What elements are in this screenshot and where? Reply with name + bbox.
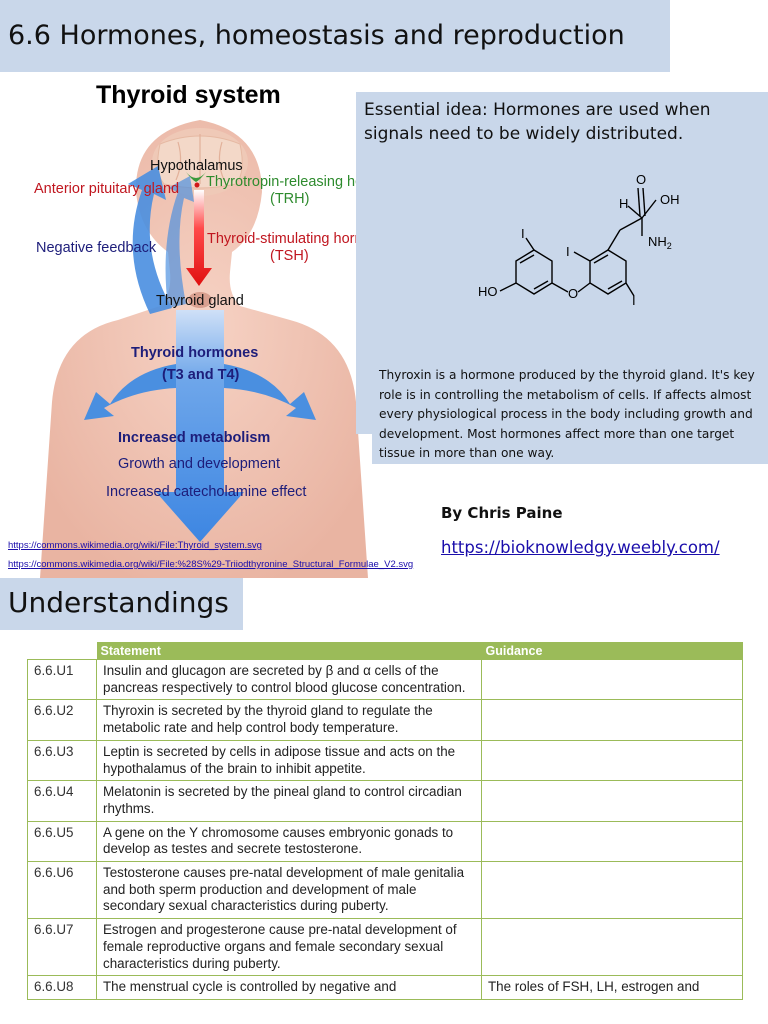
header-guidance: Guidance — [481, 642, 743, 660]
header-id — [27, 642, 97, 660]
source-link-molecule[interactable]: https://commons.wikimedia.org/wiki/File:… — [8, 559, 414, 570]
understanding-id: 6.6.U7 — [27, 918, 97, 977]
understanding-guidance — [481, 780, 743, 822]
mol-o-label: O — [636, 172, 646, 187]
understanding-statement: The menstrual cycle is controlled by neg… — [96, 975, 482, 1000]
table-row: 6.6.U4 Melatonin is secreted by the pine… — [27, 780, 743, 822]
tsh-label: Thyroid-stimulating hormone — [207, 231, 391, 247]
understanding-id: 6.6.U3 — [27, 739, 97, 782]
understanding-id: 6.6.U1 — [27, 658, 97, 701]
understanding-guidance — [481, 699, 743, 741]
mol-ho-label: HO — [478, 284, 498, 299]
understanding-guidance — [481, 658, 743, 701]
understanding-guidance: The roles of FSH, LH, estrogen and — [481, 975, 743, 1000]
understanding-guidance — [481, 861, 743, 920]
table-row: 6.6.U1 Insulin and glucagon are secreted… — [27, 658, 743, 701]
understandings-heading-bar: Understandings — [0, 578, 243, 630]
mol-i-top-label: I — [521, 226, 525, 241]
title-bar: 6.6 Hormones, homeostasis and reproducti… — [0, 0, 670, 72]
tsh-abbrev-label: (TSH) — [270, 248, 309, 264]
catecholamine-label: Increased catecholamine effect — [106, 484, 306, 500]
table-header-row: Statement Guidance — [27, 642, 743, 660]
understandings-heading: Understandings — [8, 586, 229, 619]
growth-label: Growth and development — [118, 456, 280, 472]
pituitary-dot — [194, 182, 200, 188]
mol-nh2-label: NH2 — [648, 234, 672, 251]
thyroid-gland-label: Thyroid gland — [156, 293, 244, 309]
table-row: 6.6.U7 Estrogen and progesterone cause p… — [27, 918, 743, 977]
thyroxin-description-box: Thyroxin is a hormone produced by the th… — [372, 360, 768, 464]
understanding-statement: Estrogen and progesterone cause pre-nata… — [96, 918, 482, 977]
understanding-statement: Testosterone causes pre-natal developmen… — [96, 861, 482, 920]
mol-oh-label: OH — [660, 192, 680, 207]
mol-i-mid-label: I — [566, 244, 570, 259]
header-statement: Statement — [96, 642, 482, 660]
understanding-statement: Insulin and glucagon are secreted by β a… — [96, 658, 482, 701]
understanding-statement: Melatonin is secreted by the pineal glan… — [96, 780, 482, 822]
thyroxine-structure: O OH H NH2 I I I HO O — [478, 172, 680, 308]
mol-h-label: H — [619, 196, 628, 211]
understanding-guidance — [481, 820, 743, 863]
understanding-id: 6.6.U2 — [27, 699, 97, 741]
understanding-statement: Thyroxin is secreted by the thyroid glan… — [96, 699, 482, 741]
table-row: 6.6.U8 The menstrual cycle is controlled… — [27, 975, 743, 1000]
table-row: 6.6.U3 Leptin is secreted by cells in ad… — [27, 739, 743, 782]
page-title: 6.6 Hormones, homeostasis and reproducti… — [8, 20, 625, 51]
hypothalamus-label: Hypothalamus — [150, 158, 243, 174]
thyroxin-description: Thyroxin is a hormone produced by the th… — [379, 368, 755, 460]
diagram-title: Thyroid system — [96, 81, 281, 109]
pituitary-icon — [186, 172, 206, 182]
understandings-table: Statement Guidance 6.6.U1 Insulin and gl… — [27, 642, 743, 1000]
mol-o-ether-label: O — [568, 286, 578, 301]
thyroid-hormones-label: Thyroid hormones — [131, 345, 258, 361]
source-link-thyroid-system[interactable]: https://commons.wikimedia.org/wiki/File:… — [8, 540, 262, 551]
understanding-guidance — [481, 918, 743, 977]
thyroid-system-diagram: Thyroid system Hypothalamus Anterior pit… — [34, 81, 404, 578]
thyroid-gland-icon — [188, 292, 212, 308]
trh-abbrev-label: (TRH) — [270, 191, 309, 207]
thyroid-hormone-arrows — [84, 310, 316, 542]
understanding-id: 6.6.U6 — [27, 861, 97, 920]
anterior-pituitary-label: Anterior pituitary gland — [34, 181, 179, 197]
increased-metabolism-label: Increased metabolism — [118, 430, 270, 446]
t3-t4-label: (T3 and T4) — [162, 367, 240, 383]
website-link[interactable]: https://bioknowledgy.weebly.com/ — [441, 538, 720, 557]
table-row: 6.6.U2 Thyroxin is secreted by the thyro… — [27, 699, 743, 741]
understanding-guidance — [481, 739, 743, 782]
table-row: 6.6.U5 A gene on the Y chromosome causes… — [27, 820, 743, 863]
author-credit: By Chris Paine — [441, 504, 563, 522]
mol-i-bottom-label: I — [632, 293, 636, 308]
table-row: 6.6.U6 Testosterone causes pre-natal dev… — [27, 861, 743, 920]
understanding-id: 6.6.U4 — [27, 780, 97, 822]
negative-feedback-label: Negative feedback — [36, 240, 157, 256]
understanding-id: 6.6.U8 — [27, 975, 97, 1000]
understanding-statement: A gene on the Y chromosome causes embryo… — [96, 820, 482, 863]
trh-label: Thyrotropin-releasing hormone — [206, 174, 404, 190]
understanding-id: 6.6.U5 — [27, 820, 97, 863]
understanding-statement: Leptin is secreted by cells in adipose t… — [96, 739, 482, 782]
essential-idea-text: Essential idea: Hormones are used when s… — [364, 100, 711, 144]
negative-feedback-arrows — [128, 166, 194, 314]
tsh-arrow — [186, 190, 212, 286]
